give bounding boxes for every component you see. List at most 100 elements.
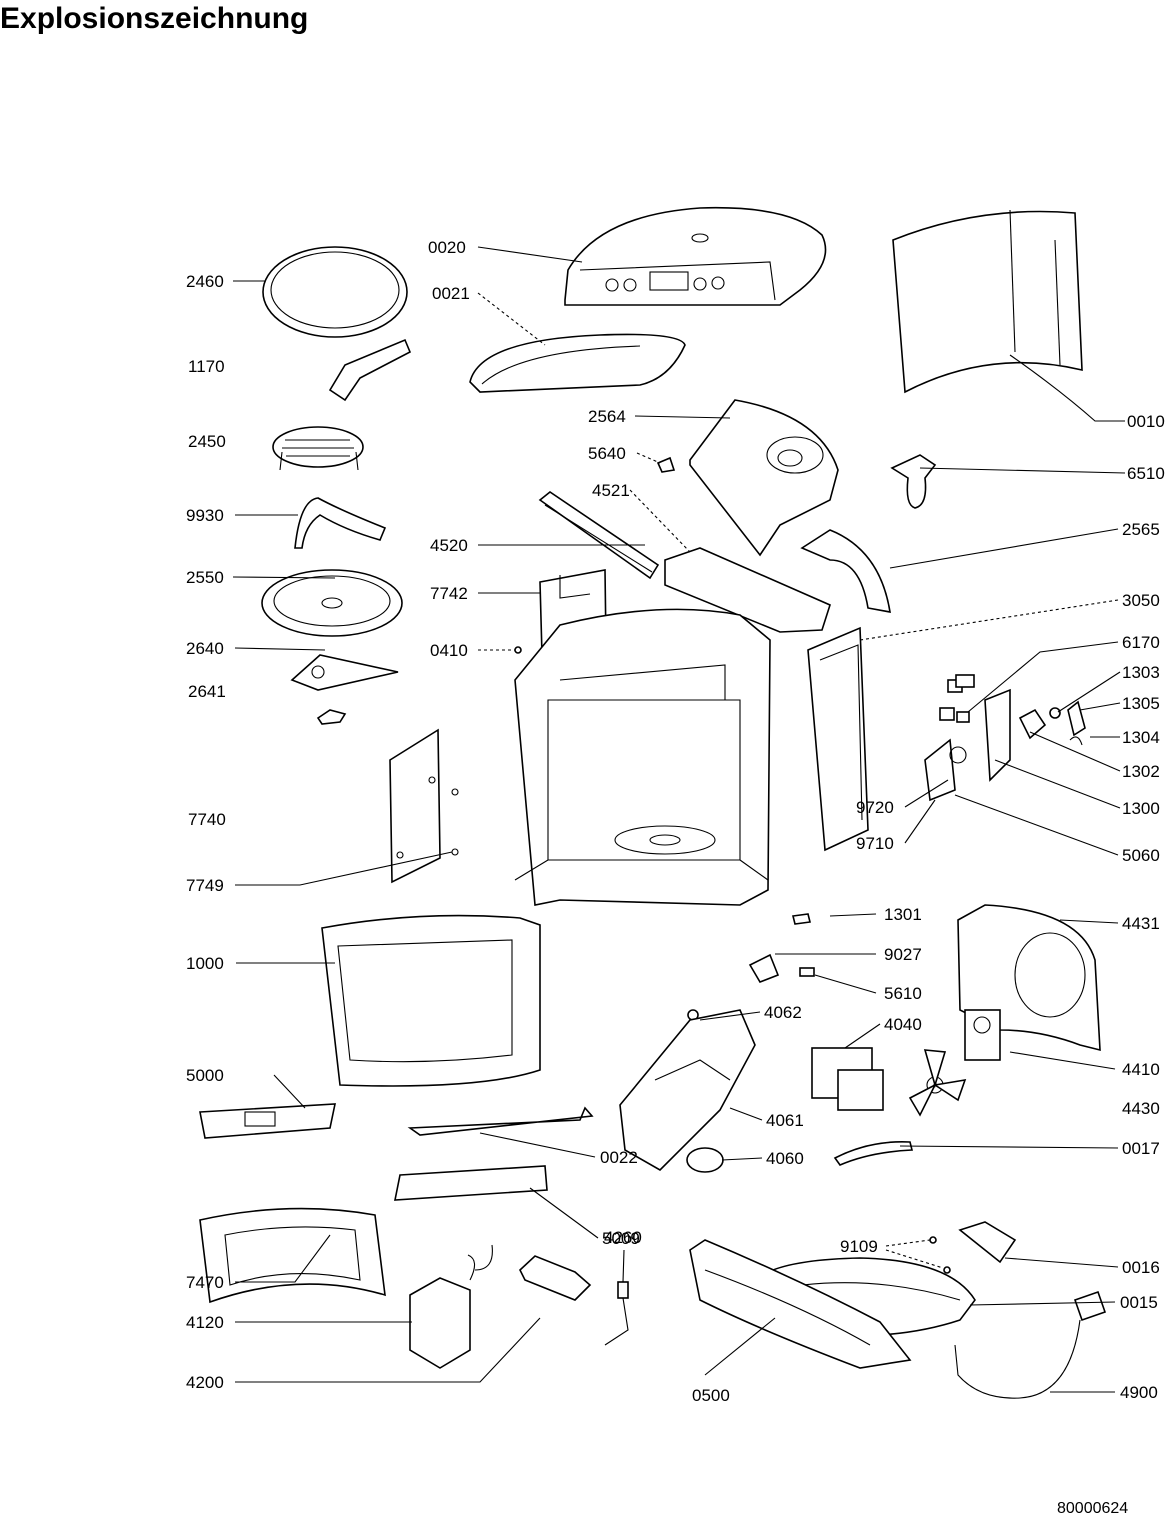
label-part-2641: 2641 [188,682,226,701]
part-2565-shield [800,529,891,613]
label-part-4061: 4061 [766,1111,804,1130]
label-part-9930: 9930 [186,506,224,525]
part-0020-control-top [564,206,827,306]
label-part-0017: 0017 [1122,1139,1160,1158]
part-4040-transformer [811,1047,884,1111]
part-7470-frame [199,1207,386,1304]
part-5000-control-board [199,1103,336,1139]
part-2641-coupler [316,709,347,725]
part-6510-lamp [890,454,937,509]
label-part-5640: 5640 [588,444,626,463]
label-part-7749: 7749 [186,876,224,895]
label-part-6170: 6170 [1122,633,1160,652]
part-5009-strip [394,1165,548,1201]
label-part-1000: 1000 [186,954,224,973]
label-part-0500: 0500 [692,1386,730,1405]
part-4260-fuse [604,1281,629,1346]
label-part-4410: 4410 [1122,1060,1160,1079]
label-part-6510: 6510 [1127,464,1165,483]
document-number: 80000624 [1057,1500,1129,1517]
label-part-2460: 2460 [186,272,224,291]
part-4430-fan-blade [908,1049,967,1117]
part-3050-bracket [807,626,869,852]
part-9109-screws [929,1236,951,1274]
label-part-4431: 4431 [1122,914,1160,933]
leader-lines [232,246,1126,1393]
part-4061-motor-assembly [619,1009,756,1171]
label-part-4040: 4040 [884,1015,922,1034]
label-part-4062: 4062 [764,1003,802,1022]
part-4520-heater [538,491,660,580]
part-1000-door [321,914,541,1087]
part-5640-clip [656,456,676,473]
label-part-7470: 7470 [186,1273,224,1292]
part-0022-strip [407,1106,594,1136]
label-part-4520: 4520 [430,536,468,555]
label-part-5000: 5000 [186,1066,224,1085]
label-part-4120: 4120 [186,1313,224,1332]
part-2450-rack [272,426,364,471]
label-part-5009: 5009 [602,1229,640,1248]
label-part-2564: 2564 [588,407,626,426]
part-9930-bracket [294,497,387,549]
label-part-0015: 0015 [1120,1293,1158,1312]
label-part-0010: 0010 [1127,412,1165,431]
part-0010-housing [892,209,1083,394]
part-4410-fan-motor [964,1009,1001,1061]
part-0017-strip [833,1141,914,1166]
label-part-0410: 0410 [430,641,468,660]
label-part-4521: 4521 [592,481,630,500]
label-part-5610: 5610 [884,984,922,1003]
label-part-0016: 0016 [1122,1258,1160,1277]
part-4900-power-cord [954,1290,1107,1399]
label-part-2640: 2640 [186,639,224,658]
label-part-4200: 4200 [186,1373,224,1392]
label-part-9710: 9710 [856,834,894,853]
part-1170-handle [328,338,412,402]
part-number-labels: 0020 0021 2460 1170 2450 9930 2550 2640 … [186,238,1165,1405]
label-part-7740: 7740 [188,810,226,829]
part-4200-diode [519,1255,592,1301]
part-4521-reflector [664,547,831,633]
label-part-2450: 2450 [188,432,226,451]
label-part-1305: 1305 [1122,694,1160,713]
part-0021-trim [469,333,686,393]
part-1301-clip [792,913,811,925]
label-part-1303: 1303 [1122,663,1160,682]
part-0500-front-trim [689,1239,912,1369]
label-part-0022: 0022 [600,1148,638,1167]
label-part-1170: 1170 [188,357,225,376]
part-0016-bracket [958,1221,1017,1264]
part-2640-roller-ring [290,654,399,691]
part-2564-cover [689,399,839,557]
label-part-4900: 4900 [1120,1383,1158,1402]
label-part-9720: 9720 [856,798,894,817]
label-part-9109: 9109 [840,1237,878,1256]
part-2550-turntable [261,569,403,637]
label-part-9027: 9027 [884,945,922,964]
label-part-7742: 7742 [430,584,468,603]
part-4120-component [409,1244,493,1369]
label-part-3050: 3050 [1122,591,1160,610]
part-7740-cover-plate [389,728,459,884]
label-part-4060: 4060 [766,1149,804,1168]
part-2460-ring [262,246,408,338]
label-part-2550: 2550 [186,568,224,587]
part-main-cavity [514,608,771,906]
label-part-4430: 4430 [1122,1099,1160,1118]
part-door-latch [984,688,1086,782]
label-part-0021: 0021 [432,284,470,303]
label-part-0020: 0020 [428,238,466,257]
label-part-5060: 5060 [1122,846,1160,865]
part-0410-screw [514,646,522,654]
part-switches [924,674,975,802]
label-part-1302: 1302 [1122,762,1160,781]
diagram-title: Explosionszeichnung [0,2,309,35]
label-part-2565: 2565 [1122,520,1160,539]
label-part-1304: 1304 [1122,728,1160,747]
part-4060-motor [686,1147,724,1173]
label-part-4260: 4260 [604,1228,642,1247]
part-9027-bracket [748,953,815,983]
label-part-1301: 1301 [884,905,922,924]
